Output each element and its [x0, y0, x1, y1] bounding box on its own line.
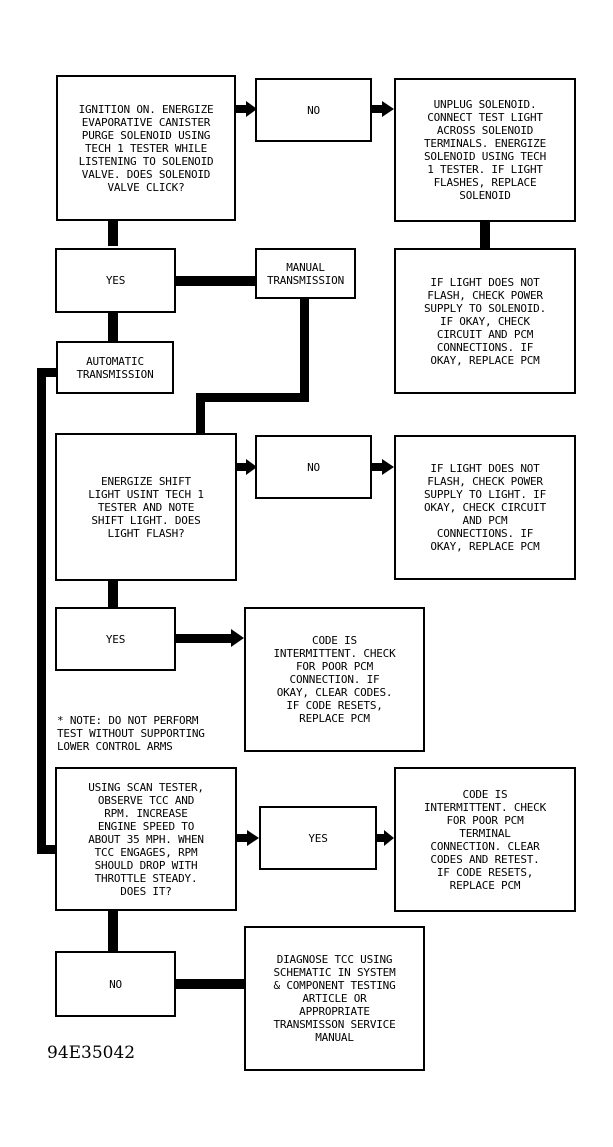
step-ignition-purge-solenoid: IGNITION ON. ENERGIZE EVAPORATIVE CANIST…: [56, 75, 236, 221]
answer-yes-solenoid-click: YES: [55, 248, 176, 313]
step-intermittent-pcm-terminal: CODE IS INTERMITTENT. CHECK FOR POOR PCM…: [394, 767, 576, 912]
connector: [174, 979, 246, 989]
step-check-power-light: IF LIGHT DOES NOT FLASH, CHECK POWER SUP…: [394, 435, 576, 580]
step-diagnose-tcc: DIAGNOSE TCC USING SCHEMATIC IN SYSTEM &…: [244, 926, 425, 1071]
connector: [480, 220, 490, 248]
step-intermittent-pcm-connection: CODE IS INTERMITTENT. CHECK FOR POOR PCM…: [244, 607, 425, 752]
connector: [37, 368, 58, 377]
connector: [175, 276, 257, 286]
connector: [196, 393, 205, 433]
manual-transmission: MANUAL TRANSMISSION: [255, 248, 356, 299]
answer-no-rpm-drop: NO: [55, 951, 176, 1017]
step-check-power-solenoid: IF LIGHT DOES NOT FLASH, CHECK POWER SUP…: [394, 248, 576, 394]
figure-id: 94E35042: [47, 1043, 136, 1063]
connector: [300, 298, 309, 398]
connector: [37, 368, 46, 854]
connector: [108, 581, 118, 607]
answer-no-light-flash: NO: [255, 435, 372, 499]
connector: [196, 393, 309, 402]
step-scan-tester-tcc: USING SCAN TESTER, OBSERVE TCC AND RPM. …: [55, 767, 237, 911]
connector: [37, 845, 58, 854]
connector: [108, 911, 118, 951]
answer-yes-rpm-drop: YES: [259, 806, 377, 870]
note-control-arms: * NOTE: DO NOT PERFORM TEST WITHOUT SUPP…: [57, 714, 205, 753]
answer-no-solenoid-click: NO: [255, 78, 372, 142]
answer-yes-light-flash: YES: [55, 607, 176, 671]
connector: [108, 312, 118, 341]
step-energize-shift-light: ENERGIZE SHIFT LIGHT USINT TECH 1 TESTER…: [55, 433, 237, 581]
connector: [108, 219, 118, 246]
automatic-transmission: AUTOMATIC TRANSMISSION: [56, 341, 174, 394]
step-unplug-solenoid: UNPLUG SOLENOID. CONNECT TEST LIGHT ACRO…: [394, 78, 576, 222]
